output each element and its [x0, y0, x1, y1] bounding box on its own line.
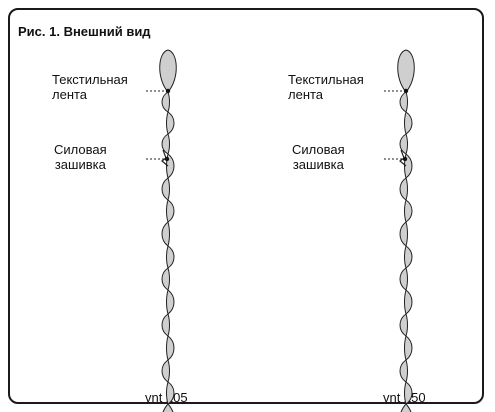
sling-right-pocket [399, 221, 408, 247]
sling-right-pocket [404, 199, 413, 223]
sling-right-bottom-loop [400, 403, 412, 412]
sling-left-pocket [166, 199, 175, 223]
sling-right-pocket [399, 91, 408, 113]
sling-right-pocket [399, 313, 408, 337]
sling-left-pocket [166, 111, 175, 135]
sling-right-pocket [404, 289, 413, 315]
label-line-1: Текстильная [288, 72, 364, 87]
figure-frame [8, 8, 484, 404]
sling-right-top-loop [397, 49, 415, 93]
label-line-2: зашивка [292, 157, 344, 172]
label-line-1: Силовая [292, 142, 345, 157]
sling-left-pocket [161, 91, 170, 113]
sling-left-bottom-loop [162, 403, 174, 412]
sling-left-pocket [161, 177, 170, 201]
sling-right-pocket [404, 111, 413, 135]
sling-right-pocket [399, 359, 408, 383]
sling-left-pocket [161, 221, 170, 247]
sling-right-pocket [404, 335, 413, 361]
sling-right-pocket [399, 267, 408, 291]
sling-right-pocket [399, 177, 408, 201]
label-stitching-right: Силовая зашивка [292, 142, 345, 172]
sling-left-pocket [161, 313, 170, 337]
sling-right-tape-dot [403, 88, 409, 94]
figure-title: Рис. 1. Внешний вид [18, 24, 151, 39]
sling-left-pocket [166, 381, 175, 405]
sling-left-pocket [166, 245, 175, 269]
label-textile-tape-left: Текстильная лента [52, 72, 128, 102]
sling-left-tape-dot [165, 88, 171, 94]
sling-left-pocket [161, 267, 170, 291]
label-line-1: Текстильная [52, 72, 128, 87]
label-line-2: лента [52, 87, 88, 102]
sling-left-top-loop [159, 49, 177, 93]
label-line-1: Силовая [54, 142, 107, 157]
sling-left-pocket [166, 289, 175, 315]
label-line-2: зашивка [54, 157, 106, 172]
label-stitching-left: Силовая зашивка [54, 142, 107, 172]
sling-left-pocket [166, 335, 175, 361]
label-line-2: лента [288, 87, 324, 102]
sling-left-pocket [161, 359, 170, 383]
sling-right-stitching-dot [402, 156, 408, 162]
label-textile-tape-right: Текстильная лента [288, 72, 364, 102]
sling-right-pocket [404, 245, 413, 269]
sling-left-stitching-dot [164, 156, 170, 162]
sling-right-pocket [404, 381, 413, 405]
